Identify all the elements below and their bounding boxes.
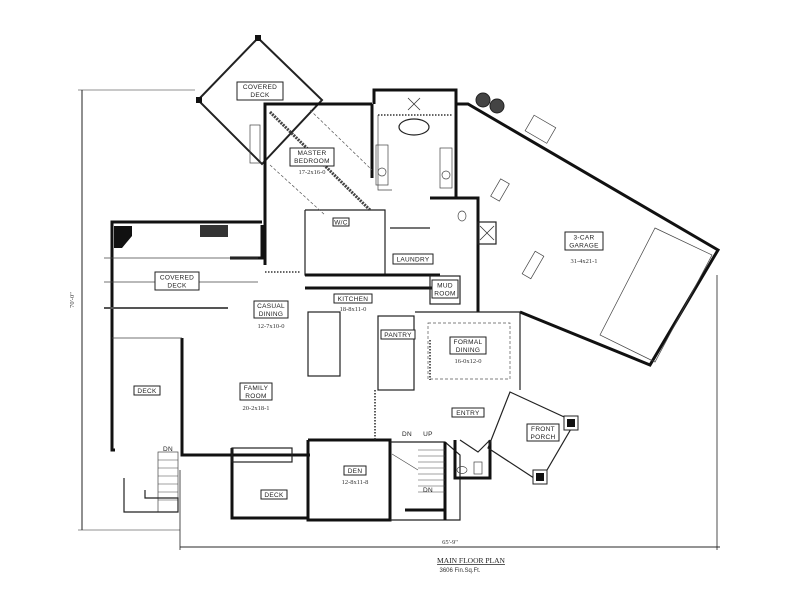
svg-text:MASTER: MASTER xyxy=(298,150,327,157)
svg-text:18-8x11-0: 18-8x11-0 xyxy=(340,306,367,313)
label-casual-dining: CASUAL DINING 12-7x10-0 xyxy=(253,300,289,330)
overall-depth-dimension: 70'-0" xyxy=(69,292,76,308)
svg-text:FRONT: FRONT xyxy=(531,426,555,433)
svg-text:FAMILY: FAMILY xyxy=(244,385,269,392)
stair-up-main: UP xyxy=(423,431,433,438)
svg-text:PORCH: PORCH xyxy=(531,434,556,441)
svg-text:CASUAL: CASUAL xyxy=(257,303,285,310)
stair-dn-lower: DN xyxy=(423,487,433,494)
svg-text:31-4x21-1: 31-4x21-1 xyxy=(570,258,597,265)
svg-text:MUD: MUD xyxy=(437,283,453,290)
stairs-interior xyxy=(391,449,445,493)
covered-deck-left-details xyxy=(104,225,258,339)
house-walls xyxy=(110,88,721,522)
stairs-exterior xyxy=(123,451,179,513)
svg-text:ROOM: ROOM xyxy=(245,393,266,400)
svg-text:PANTRY: PANTRY xyxy=(384,332,412,339)
label-deck-lower: DECK xyxy=(260,489,288,500)
svg-text:DINING: DINING xyxy=(259,311,284,318)
svg-text:COVERED: COVERED xyxy=(160,275,194,282)
plan-subtitle: 3606 Fin.Sq.Ft. xyxy=(439,568,480,574)
label-master-bedroom: MASTER BEDROOM 17-2x16-0 xyxy=(289,147,335,176)
stair-dn-main: DN xyxy=(402,431,412,438)
front-porch-details xyxy=(456,391,579,485)
label-wic: W/C xyxy=(332,217,350,227)
dimension-lines xyxy=(78,89,720,550)
label-mud-room: MUD ROOM xyxy=(431,279,459,299)
plan-title: MAIN FLOOR PLAN xyxy=(437,556,506,565)
svg-text:DECK: DECK xyxy=(137,388,157,395)
svg-text:12-7x10-0: 12-7x10-0 xyxy=(257,323,284,330)
svg-text:ROOM: ROOM xyxy=(434,291,455,298)
label-formal-dining: FORMAL DINING 16-0x12-0 xyxy=(449,336,487,365)
svg-text:ENTRY: ENTRY xyxy=(456,410,480,417)
label-den: DEN 12-8x11-8 xyxy=(342,465,369,486)
covered-deck-upper xyxy=(196,35,324,166)
label-deck-left: DECK xyxy=(133,385,161,396)
svg-text:DINING: DINING xyxy=(456,347,481,354)
svg-text:3-CAR: 3-CAR xyxy=(573,235,594,242)
svg-text:16-0x12-0: 16-0x12-0 xyxy=(454,358,481,365)
svg-text:DECK: DECK xyxy=(250,92,270,99)
svg-text:DECK: DECK xyxy=(167,283,187,290)
svg-text:DECK: DECK xyxy=(264,492,284,499)
svg-text:BEDROOM: BEDROOM xyxy=(294,158,330,165)
svg-text:LAUNDRY: LAUNDRY xyxy=(396,257,429,264)
label-pantry: PANTRY xyxy=(380,329,416,340)
label-garage: 3-CAR GARAGE 31-4x21-1 xyxy=(564,231,604,265)
label-family-room: FAMILY ROOM 20-2x18-1 xyxy=(239,382,273,412)
svg-text:W/C: W/C xyxy=(334,220,348,227)
label-laundry: LAUNDRY xyxy=(392,253,434,265)
stair-dn-left: DN xyxy=(163,446,173,453)
svg-text:20-2x18-1: 20-2x18-1 xyxy=(242,405,269,412)
svg-text:COVERED: COVERED xyxy=(243,84,277,91)
label-kitchen: KITCHEN 18-8x11-0 xyxy=(333,293,373,313)
label-entry: ENTRY xyxy=(451,407,485,418)
overall-width-dimension: 65'-9" xyxy=(442,539,458,546)
label-covered-deck-upper: COVERED DECK xyxy=(236,81,284,101)
svg-text:FORMAL: FORMAL xyxy=(454,339,483,346)
svg-text:17-2x16-0: 17-2x16-0 xyxy=(298,169,325,176)
svg-text:GARAGE: GARAGE xyxy=(569,243,599,250)
svg-text:DEN: DEN xyxy=(348,468,363,475)
garage-details xyxy=(475,92,713,363)
svg-text:KITCHEN: KITCHEN xyxy=(338,296,369,303)
label-front-porch: FRONT PORCH xyxy=(526,423,560,442)
label-covered-deck-left: COVERED DECK xyxy=(154,271,200,291)
svg-text:12-8x11-8: 12-8x11-8 xyxy=(342,479,369,486)
